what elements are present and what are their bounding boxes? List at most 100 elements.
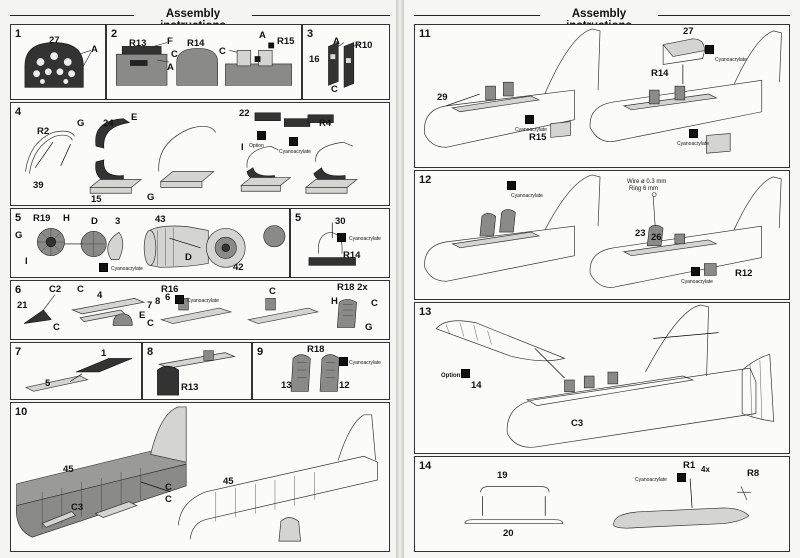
- part-label: 21: [17, 300, 28, 311]
- seats-drawing: [290, 354, 340, 392]
- part-label: 43: [155, 214, 166, 225]
- part-label: 13: [281, 380, 292, 391]
- part-label: C2: [49, 284, 62, 295]
- part-label: C: [219, 46, 226, 57]
- part-label: C: [165, 494, 172, 505]
- step-number: 10: [15, 406, 28, 418]
- part-label: C: [269, 286, 276, 297]
- step-5-engine-panel: 5 R19 H G I D 3 43 D 42 Cyanoacrylate: [10, 208, 290, 278]
- part-label: I: [25, 256, 28, 267]
- part-label: R4: [319, 118, 332, 129]
- part-label: 45: [223, 476, 234, 487]
- part-label: 26: [651, 232, 662, 243]
- part-label: G: [147, 192, 155, 203]
- cyanoacrylate-glue-icon: [677, 473, 686, 482]
- cyanoacrylate-glue-icon: [461, 369, 470, 378]
- floor-plate-drawing: [24, 358, 133, 392]
- part-label: 16: [309, 54, 320, 65]
- option-note: Option: [441, 373, 461, 379]
- part-label: H: [63, 213, 70, 224]
- part-label: G: [365, 322, 373, 333]
- step-number: 11: [419, 28, 431, 40]
- note-label: Cyanoacrylate: [515, 127, 547, 133]
- part-label: A: [333, 36, 340, 47]
- bulkhead-drawing: [157, 350, 236, 396]
- part-label: A: [167, 62, 174, 73]
- step-number: 12: [419, 174, 432, 186]
- part-label: R15: [277, 36, 295, 47]
- part-label: 27: [683, 26, 694, 37]
- step-3-panel: 3 A R10 16 C: [302, 24, 390, 100]
- note-label: Cyanoacrylate: [279, 149, 311, 155]
- part-label: 23: [635, 228, 646, 239]
- step-12-panel: 12 Cyanoacrylate Wire ø 0.3 mm Ring 6 mm…: [414, 170, 790, 300]
- part-label: R8: [747, 468, 760, 479]
- step-4-panel: 4 R2 G 24 E 39 15 G 22 R4 I Option Cyano…: [10, 102, 390, 206]
- step-9-panel: 9 R18 13 12 Cyanoacrylate: [252, 342, 390, 400]
- step-number: 5: [15, 212, 22, 224]
- step-number: 7: [15, 346, 22, 358]
- part-label: 45: [63, 464, 74, 475]
- step-2-panel: 2 R13 F C A R14 A R15 C: [106, 24, 302, 100]
- part-label: R10: [355, 40, 373, 51]
- part-label: 20: [503, 528, 514, 539]
- part-label: 27: [49, 35, 60, 46]
- step-14-panel: 14 19 20 Cyanoacrylate R1 4x R8: [414, 456, 790, 552]
- part-label: D: [185, 252, 192, 263]
- step-number: 6: [15, 284, 22, 296]
- part-label: 24: [103, 118, 114, 129]
- part-label: C: [331, 84, 338, 95]
- part-label: R15: [529, 132, 547, 143]
- part-label: 3: [115, 216, 121, 227]
- step-number: 8: [147, 346, 154, 358]
- header-rule-left: [414, 15, 540, 16]
- header-rule-right: [252, 15, 390, 16]
- note-label: Cyanoacrylate: [635, 477, 667, 483]
- part-label: 8: [155, 296, 161, 307]
- note-label: Cyanoacrylate: [715, 57, 747, 63]
- step-5-stand-panel: 5 30 R14 Cyanoacrylate: [290, 208, 390, 278]
- part-label: C: [165, 482, 172, 493]
- part-label: 4: [97, 290, 103, 301]
- instrument-panel-drawing: [24, 42, 92, 88]
- note-label: Cyanoacrylate: [681, 279, 713, 285]
- part-label: 42: [233, 262, 244, 273]
- header-rule-left: [10, 15, 134, 16]
- note-label: Cyanoacrylate: [677, 141, 709, 147]
- step-number: 13: [419, 306, 432, 318]
- part-label: E: [131, 112, 138, 123]
- note-label: Cyanoacrylate: [187, 298, 219, 304]
- step-number: 14: [419, 460, 432, 472]
- step-8-panel: 8 R13: [142, 342, 252, 400]
- part-label: 5: [45, 378, 51, 389]
- part-label: G: [15, 230, 23, 241]
- cyanoacrylate-glue-icon: [507, 181, 516, 190]
- step-number: 9: [257, 346, 264, 358]
- engine-assembly-drawing: [37, 225, 286, 268]
- part-label: 29: [437, 92, 448, 103]
- step-number: 4: [15, 106, 22, 118]
- part-label: C3: [571, 418, 584, 429]
- stand-drawing: [308, 222, 356, 266]
- side-console-drawing: [328, 42, 360, 88]
- step-11-panel: 11 27 R14 29 R15 Cyanoacrylate Cyanoacry…: [414, 24, 790, 168]
- part-label: C: [147, 318, 154, 329]
- step-13-panel: 13 Option 14 C3: [414, 302, 790, 454]
- step-number: 3: [307, 28, 314, 40]
- part-label: H: [331, 296, 338, 307]
- part-label: 22: [239, 108, 250, 119]
- part-label: 7: [147, 300, 153, 311]
- part-label: C: [171, 49, 178, 60]
- part-label: A: [259, 30, 266, 41]
- part-label: 39: [33, 180, 44, 191]
- step-number: 2: [111, 28, 118, 40]
- fuselage-closing-drawing: [435, 304, 775, 448]
- part-label: 15: [91, 194, 102, 205]
- note-label: Cyanoacrylate: [511, 193, 543, 199]
- seat-assembly-drawing: [25, 112, 358, 194]
- cyanoacrylate-glue-icon: [175, 295, 184, 304]
- ring-note: Ring 6 mm: [629, 186, 659, 192]
- cyanoacrylate-glue-icon: [525, 115, 534, 124]
- quantity-label: 4x: [701, 465, 710, 474]
- part-label: G: [77, 118, 85, 129]
